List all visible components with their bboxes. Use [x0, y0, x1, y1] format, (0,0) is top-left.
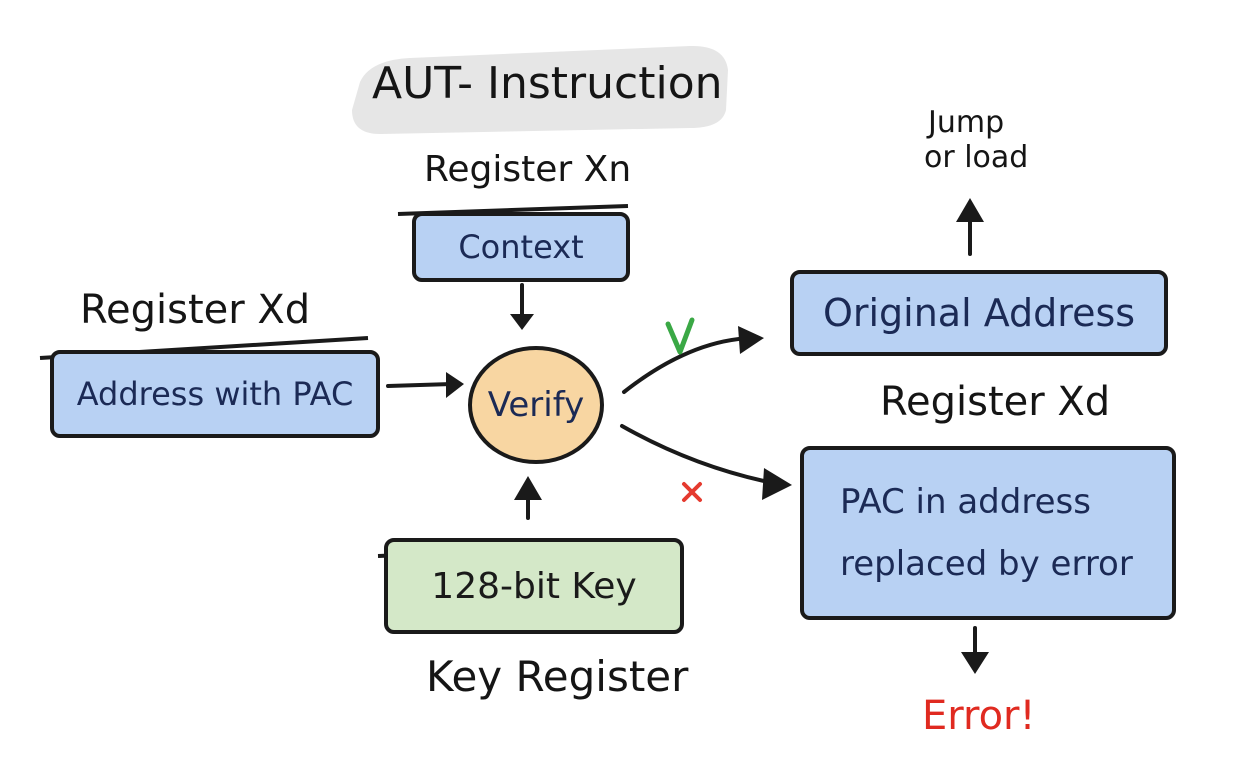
verify-label: Verify: [487, 385, 585, 425]
arrow-icon: [446, 372, 464, 398]
address-with-pac-value: Address with PAC: [76, 375, 354, 413]
pac-replaced-line-2: replaced by error: [840, 544, 1133, 584]
jump-line-1: Jump: [928, 105, 1005, 140]
key-box: 128-bit Key: [384, 538, 684, 634]
arrow-address-to-verify: [386, 382, 454, 388]
arrow-verify-to-original: [622, 336, 754, 394]
arrow-icon: [961, 652, 989, 674]
address-with-pac-box: Address with PAC: [50, 350, 380, 438]
title-text: AUT- Instruction: [372, 58, 723, 109]
arrow-icon: [956, 198, 984, 222]
register-xn-label: Register Xn: [424, 149, 632, 190]
title-highlight: [352, 45, 728, 134]
jump-label: Jump or load: [924, 105, 1029, 175]
cross-mark-icon: [682, 482, 702, 502]
pac-replaced-line-1: PAC in address: [840, 482, 1091, 522]
original-address-value: Original Address: [822, 291, 1136, 335]
arrow-icon: [762, 468, 792, 500]
register-xd-input-label: Register Xd: [80, 287, 311, 333]
error-result: Error!: [922, 693, 1036, 739]
verify-node: Verify: [468, 346, 604, 464]
arrow-icon: [738, 326, 764, 354]
context-box: Context: [412, 212, 630, 282]
register-xd-output-label: Register Xd: [880, 379, 1111, 425]
arrow-icon: [514, 476, 542, 500]
jump-line-2: or load: [924, 139, 1029, 175]
context-value: Context: [458, 228, 584, 266]
arrow-icon: [510, 314, 534, 330]
original-address-box: Original Address: [790, 270, 1168, 356]
pac-replaced-box: PAC in address replaced by error: [800, 446, 1176, 620]
arrow-verify-to-error-register: [620, 424, 786, 487]
key-value: 128-bit Key: [431, 565, 637, 607]
key-register-label: Key Register: [426, 652, 689, 701]
check-mark-icon: [665, 317, 695, 355]
